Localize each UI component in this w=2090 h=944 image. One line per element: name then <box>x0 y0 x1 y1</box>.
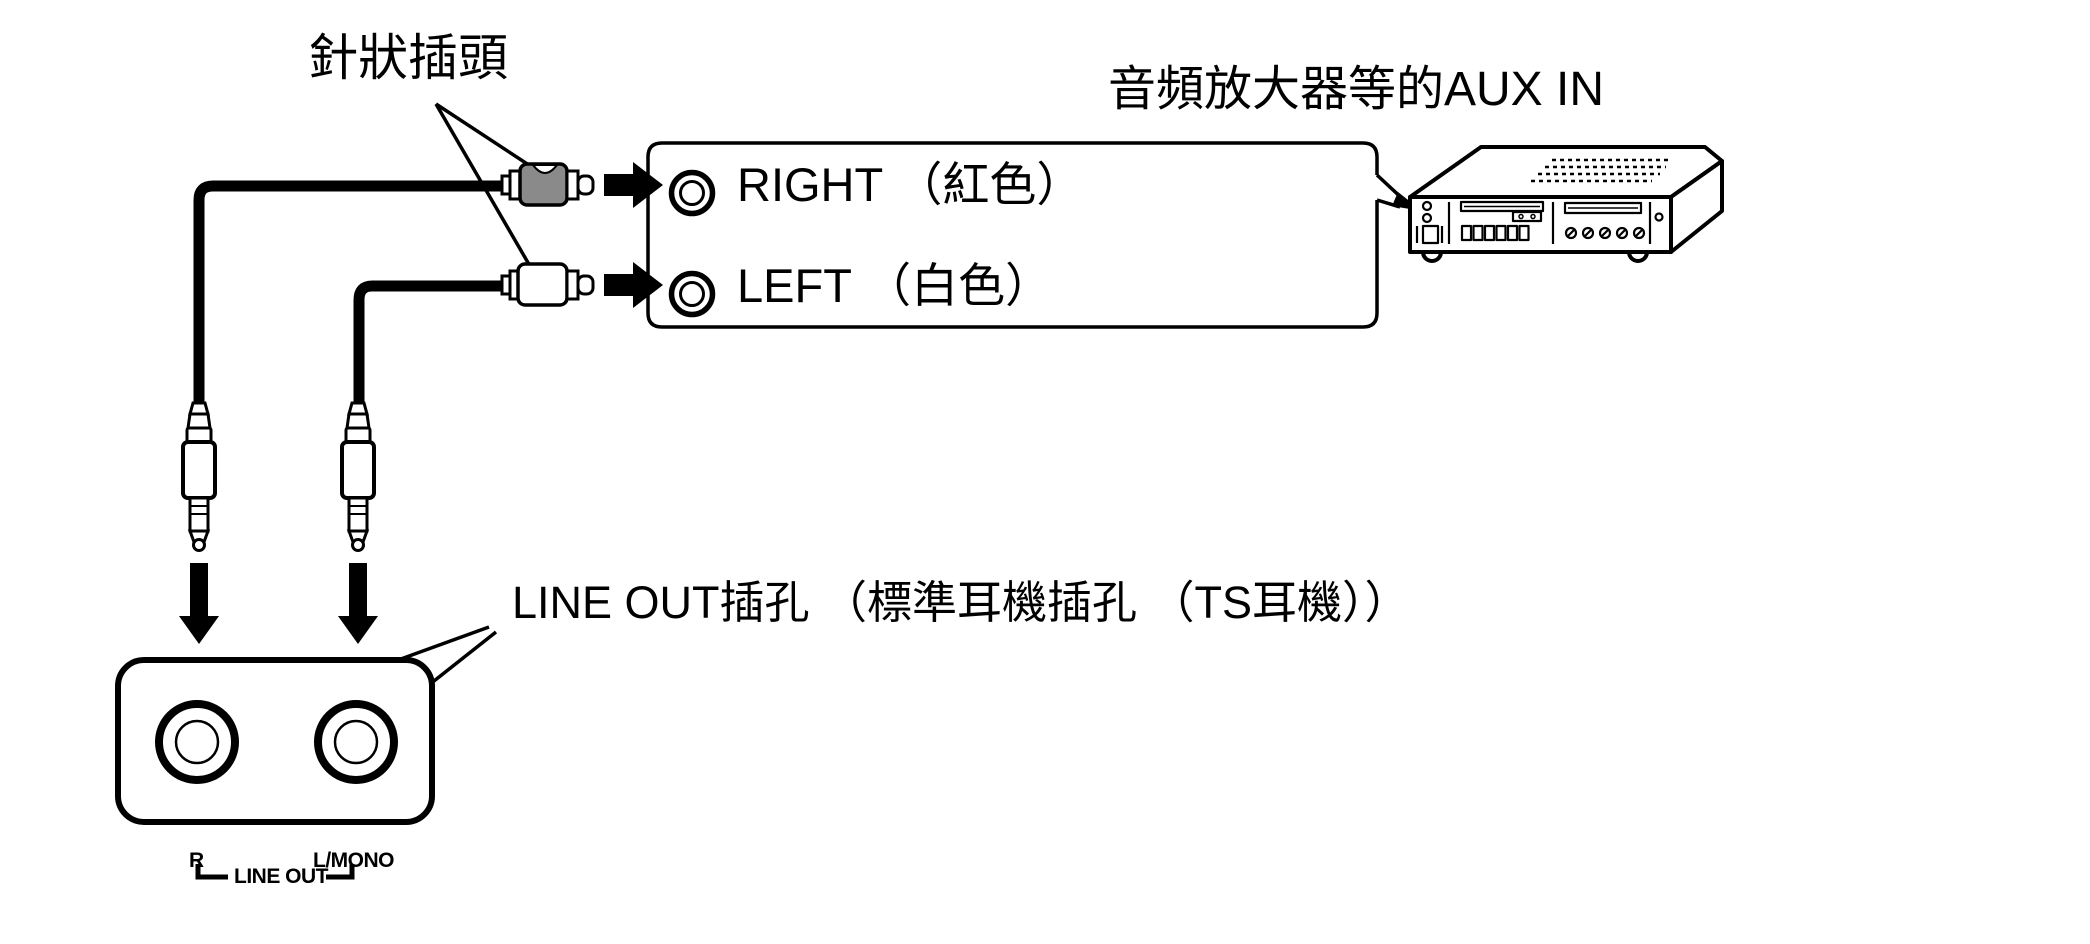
pin-plug-label: 針狀插頭 <box>308 30 508 86</box>
panel-r-label: R <box>189 849 204 872</box>
line-out-bracket <box>195 864 355 880</box>
pin-plug-callout-lines <box>434 102 539 274</box>
down-arrow-left-icon <box>338 563 378 644</box>
line-out-jack-r-icon <box>155 700 239 784</box>
ts-plug-right-icon <box>181 401 217 552</box>
right-arrow-bottom-icon <box>604 262 663 308</box>
panel-l-mono-label: L/MONO <box>313 849 395 872</box>
cable-left-channel <box>353 280 507 404</box>
rca-plug-red-icon <box>500 162 595 207</box>
amplifier-icon <box>1408 145 1724 263</box>
down-arrow-right-icon <box>179 563 219 644</box>
right-jack-symbol-icon <box>668 169 716 217</box>
line-out-jacks-label: LINE OUT插孔 （標準耳機插孔 （TS耳機）） <box>512 577 1410 628</box>
left-jack-symbol-icon <box>668 270 716 318</box>
rca-plug-white-icon <box>500 262 595 307</box>
right-arrow-top-icon <box>604 162 663 208</box>
line-out-panel <box>115 657 435 825</box>
ts-plug-left-icon <box>340 401 376 552</box>
left-jack-label: LEFT （白色） <box>737 259 1053 312</box>
line-out-jack-l-icon <box>314 700 398 784</box>
cable-right-channel <box>193 180 507 404</box>
aux-in-callout-box <box>646 141 1422 329</box>
aux-in-device-label: 音頻放大器等的AUX IN <box>1108 63 1605 116</box>
panel-line-out-label: LINE OUT <box>234 865 329 888</box>
right-jack-label: RIGHT （紅色） <box>737 158 1084 211</box>
